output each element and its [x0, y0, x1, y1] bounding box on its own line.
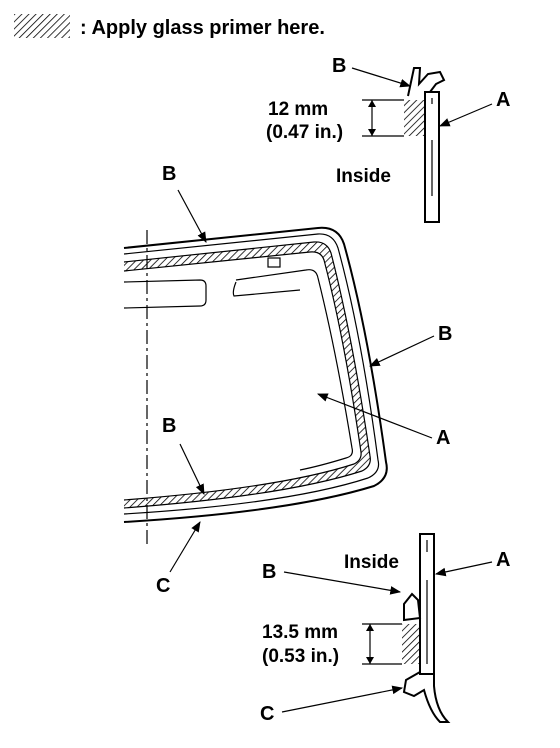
bottom-dimension-in: (0.53 in.): [262, 646, 339, 667]
main-label-b-top: B: [162, 163, 176, 185]
top-dimension-in: (0.47 in.): [266, 122, 343, 143]
bottom-label-b: B: [262, 561, 276, 583]
glass-pane-a-main: [123, 251, 362, 501]
top-label-a: A: [496, 89, 510, 111]
molding-b-top: [407, 67, 446, 97]
top-label-b: B: [332, 55, 346, 77]
primer-area-bottom: [402, 624, 420, 664]
legend-text: : Apply glass primer here.: [80, 17, 325, 39]
windshield-main-view: B B A B C: [123, 163, 452, 597]
main-label-c: C: [156, 575, 170, 597]
top-inside-label: Inside: [336, 166, 391, 187]
primer-area-top: [404, 100, 425, 136]
primer-band-main: [124, 241, 371, 508]
main-label-b-bottom: B: [162, 415, 176, 437]
top-dimension-mm: 12 mm: [268, 99, 328, 120]
top-section-detail: 12 mm (0.47 in.) Inside B A: [266, 55, 510, 223]
bottom-label-a: A: [496, 549, 510, 571]
main-label-a: A: [436, 427, 450, 449]
bottom-dimension-mm: 13.5 mm: [262, 622, 338, 643]
bottom-inside-label: Inside: [344, 552, 399, 573]
main-label-b-right: B: [438, 323, 452, 345]
molding-c-bottom: [402, 671, 451, 723]
bottom-label-c: C: [260, 703, 274, 725]
mirror-mount-area: [123, 279, 207, 309]
molding-outer-edge: [123, 226, 388, 523]
legend: : Apply glass primer here.: [14, 14, 325, 39]
hatch-swatch: [14, 14, 70, 38]
bottom-section-detail: 13.5 mm (0.53 in.) Inside A B C: [260, 533, 510, 725]
molding-b-bottom: [403, 592, 422, 622]
